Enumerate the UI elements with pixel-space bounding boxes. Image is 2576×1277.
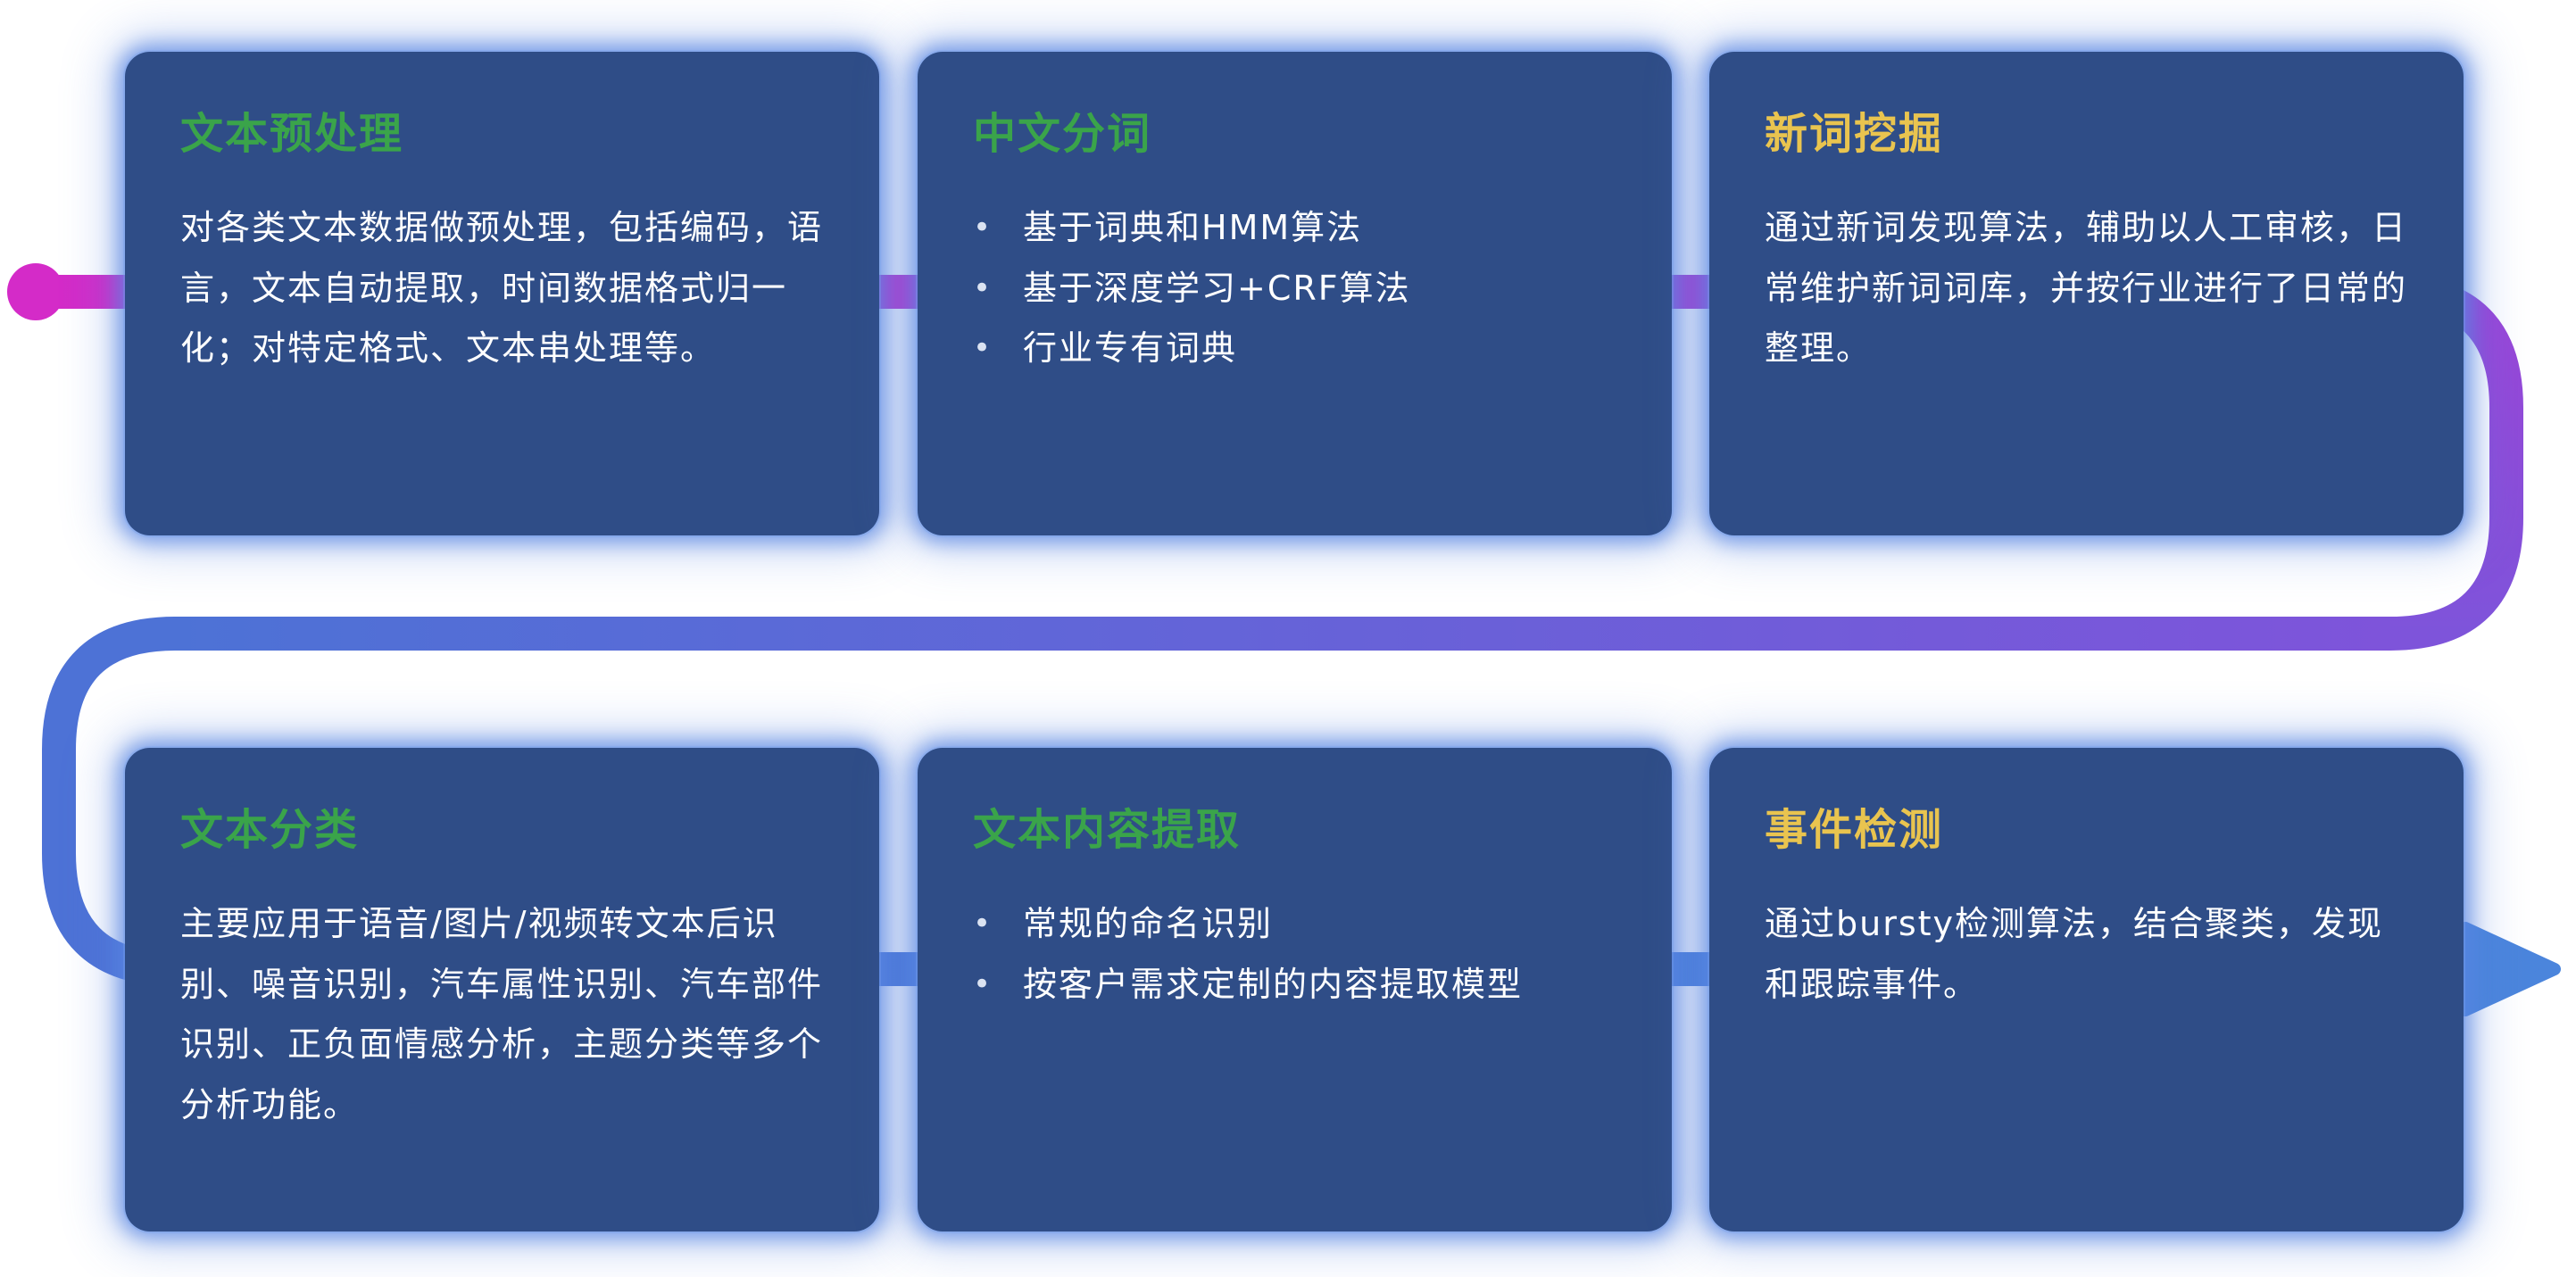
card-event-detection: 事件检测 通过bursty检测算法，结合聚类，发现和跟踪事件。 [1709, 748, 2464, 1231]
bullet-icon: • [973, 269, 993, 306]
card-title: 中文分词 [973, 109, 1152, 159]
pipe-left-curve [42, 617, 191, 986]
card-bullet-list: • 常规的命名识别 • 按客户需求定制的内容提取模型 [973, 894, 1616, 1015]
list-item: • 基于深度学习+CRF算法 [973, 259, 1616, 319]
list-item-text: 按客户需求定制的内容提取模型 [1023, 964, 1524, 1004]
list-item-text: 常规的命名识别 [1023, 904, 1274, 943]
bullet-icon: • [973, 966, 993, 1002]
card-title: 文本预处理 [180, 109, 404, 159]
card-title: 事件检测 [1765, 805, 1944, 855]
card-new-word-mining: 新词挖掘 通过新词发现算法，辅助以人工审核，日常维护新词词库，并按行业进行了日常… [1709, 52, 2464, 535]
list-item-text: 基于深度学习+CRF算法 [1023, 268, 1411, 308]
list-item: • 基于词典和HMM算法 [973, 198, 1616, 259]
card-title: 文本分类 [180, 805, 360, 855]
list-item-text: 基于词典和HMM算法 [1023, 208, 1363, 247]
bullet-icon: • [973, 330, 993, 367]
card-bullet-list: • 基于词典和HMM算法 • 基于深度学习+CRF算法 • 行业专有词典 [973, 198, 1616, 379]
card-body: 对各类文本数据做预处理，包括编码，语言，文本自动提取，时间数据格式归一化；对特定… [180, 208, 824, 369]
flow-end-arrow-icon [2459, 922, 2561, 1016]
card-text-content-extraction: 文本内容提取 • 常规的命名识别 • 按客户需求定制的内容提取模型 [918, 748, 1672, 1231]
list-item: • 按客户需求定制的内容提取模型 [973, 955, 1616, 1016]
card-title: 文本内容提取 [973, 805, 1242, 855]
card-body: 通过新词发现算法，辅助以人工审核，日常维护新词词库，并按行业进行了日常的整理。 [1765, 208, 2408, 369]
list-item: • 行业专有词典 [973, 319, 1616, 379]
list-item: • 常规的命名识别 [973, 894, 1616, 955]
card-chinese-word-segmentation: 中文分词 • 基于词典和HMM算法 • 基于深度学习+CRF算法 • 行业专有词… [918, 52, 1672, 535]
card-title: 新词挖掘 [1765, 109, 1944, 159]
list-item-text: 行业专有词典 [1023, 328, 1238, 369]
card-body: 主要应用于语音/图片/视频转文本后识别、噪音识别，汽车属性识别、汽车部件识别、正… [180, 904, 824, 1124]
bullet-icon: • [973, 210, 993, 245]
bullet-icon: • [973, 906, 993, 941]
card-text-preprocessing: 文本预处理 对各类文本数据做预处理，包括编码，语言，文本自动提取，时间数据格式归… [125, 52, 879, 535]
flow-start-dot-icon [7, 263, 64, 320]
card-body: 通过bursty检测算法，结合聚类，发现和跟踪事件。 [1765, 904, 2384, 1004]
card-text-classification: 文本分类 主要应用于语音/图片/视频转文本后识别、噪音识别，汽车属性识别、汽车部… [125, 748, 879, 1231]
